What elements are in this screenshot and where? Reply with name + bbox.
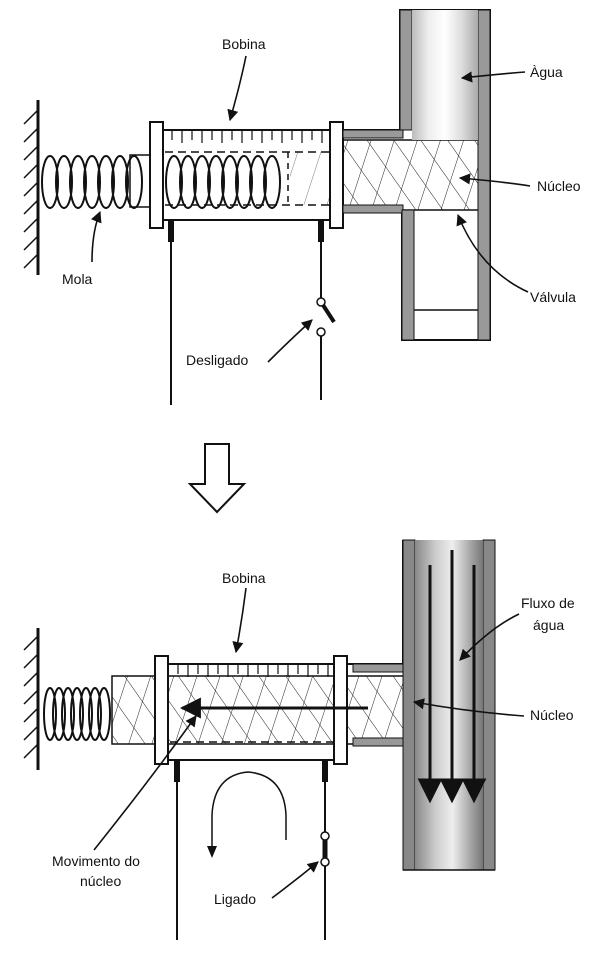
top-core bbox=[342, 139, 484, 211]
bottom-spring bbox=[43, 687, 111, 741]
bottom-label-movement-line2: núcleo bbox=[80, 873, 121, 889]
top-panel: Bobina Àgua Núcleo Válvula Mola Desligad… bbox=[23, 9, 581, 405]
bottom-panel: Bobina Fluxo de água Núcleo Movimento do… bbox=[23, 539, 575, 940]
top-label-valve: Válvula bbox=[530, 289, 576, 305]
bottom-coil bbox=[154, 655, 348, 782]
top-spring bbox=[41, 155, 281, 209]
bottom-label-flow-line1: Fluxo de bbox=[521, 595, 575, 611]
bottom-label-flow-line2: água bbox=[533, 617, 564, 633]
bottom-wires bbox=[176, 782, 326, 940]
current-arrowhead bbox=[207, 846, 217, 858]
bottom-label-switch-state: Ligado bbox=[214, 891, 256, 907]
top-pointers bbox=[91, 55, 531, 363]
top-switch-open bbox=[316, 297, 336, 337]
top-wires bbox=[170, 242, 322, 405]
top-label-coil: Bobina bbox=[222, 36, 266, 52]
current-direction-arc bbox=[211, 771, 287, 850]
bottom-label-movement-line1: Movimento do bbox=[52, 853, 140, 869]
water-flow-arrows bbox=[417, 550, 487, 804]
bottom-label-coil: Bobina bbox=[222, 570, 266, 586]
top-label-switch-state: Desligado bbox=[186, 352, 248, 368]
bottom-switch-closed bbox=[320, 831, 330, 867]
bottom-label-core: Núcleo bbox=[530, 707, 574, 723]
top-wall bbox=[23, 100, 40, 275]
bottom-wall bbox=[23, 628, 40, 770]
transition-arrow bbox=[187, 443, 247, 514]
top-label-spring: Mola bbox=[62, 271, 93, 287]
top-coil bbox=[149, 121, 344, 242]
bottom-pointers bbox=[93, 587, 525, 899]
top-label-water: Àgua bbox=[530, 64, 563, 80]
bottom-pipe bbox=[347, 539, 496, 871]
top-label-core: Núcleo bbox=[537, 178, 581, 194]
